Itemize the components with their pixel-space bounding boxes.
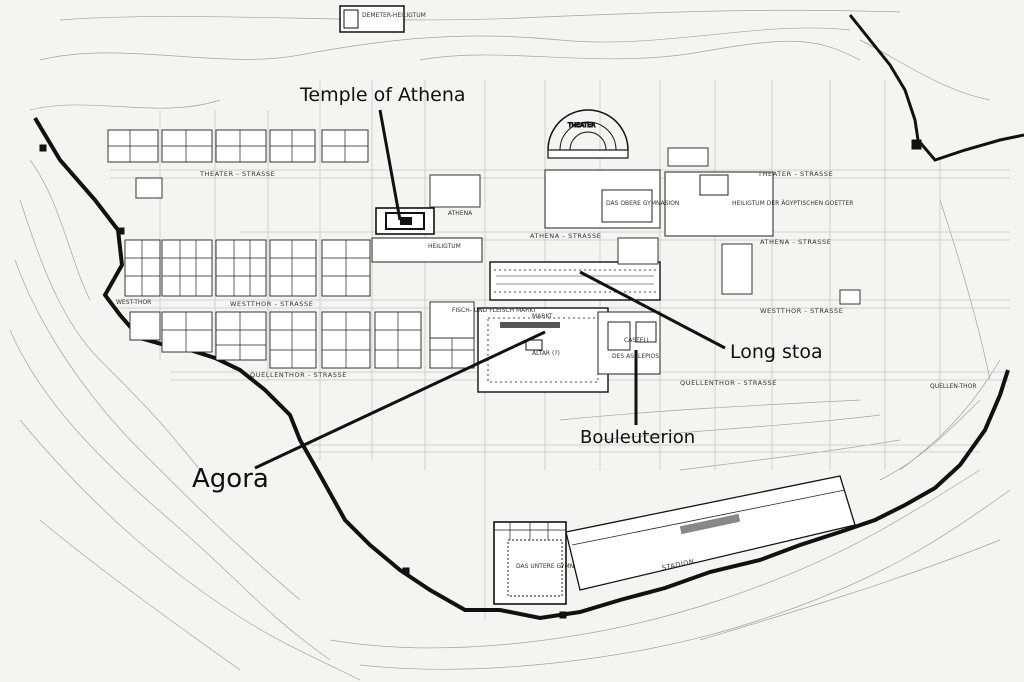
city-wall <box>33 14 1024 621</box>
street-theater-left: THEATER - STRASSE <box>199 170 275 178</box>
demeter-sanctuary: DEMETER-HEILIGTUM <box>339 5 426 33</box>
stoa-callout: Long stoa <box>730 341 823 363</box>
temple-callout: Temple of Athena <box>300 84 466 106</box>
upper-gymnasion: DAS OBERE GYMNASION HEILIGTUM DER ÄGYPTI… <box>544 169 853 237</box>
street-westthor-right: WESTTHOR - STRASSE <box>760 307 843 315</box>
heiligtum-label: HEILIGTUM <box>428 243 461 250</box>
temple-leader-line <box>378 109 402 221</box>
street-athena-right: ATHENA - STRASSE <box>760 238 831 246</box>
theater-label: THEATER <box>567 122 595 129</box>
agora-leader-line <box>254 330 546 470</box>
street-athena: ATHENA - STRASSE <box>530 232 601 240</box>
demeter-label: DEMETER-HEILIGTUM <box>362 12 426 19</box>
aegypt-label: HEILIGTUM DER ÄGYPTISCHEN GOETTER <box>732 200 853 207</box>
long-stoa <box>489 261 661 301</box>
stoa-leader-line <box>579 270 726 350</box>
street-westthor-left: WESTTHOR - STRASSE <box>230 300 313 308</box>
theater: THEATER <box>547 109 629 159</box>
street-quellenthor-right: QUELLENTHOR - STRASSE <box>680 379 777 387</box>
bouleuterion-area: CASTELL DES ASKLEPIOS <box>597 311 661 375</box>
gymnasion-label: DAS UNTERE GYMNASION <box>516 563 593 570</box>
castell-label: CASTELL <box>624 337 651 344</box>
callout-leaders <box>254 109 726 470</box>
agora-callout: Agora <box>192 464 269 494</box>
street-quellenthor-left: QUELLENTHOR - STRASSE <box>250 371 347 379</box>
athena-label: ATHENA <box>448 210 473 217</box>
obere-gymnasion-label: DAS OBERE GYMNASION <box>606 200 679 207</box>
contour-lines <box>9 9 1011 681</box>
street-labels: THEATER - STRASSE THEATER - STRASSE ATHE… <box>199 170 843 387</box>
altar-label: ALTAR (?) <box>532 350 560 357</box>
lower-gymnasion: DAS UNTERE GYMNASION <box>493 521 593 605</box>
stadion: STADION <box>565 475 856 591</box>
east-buildings <box>429 147 861 305</box>
fisch-markt-label: FISCH- UND FLEISCH MARKT <box>452 307 537 314</box>
temple-of-athena: ATHENA HEILIGTUM <box>371 207 483 263</box>
housing-room-walls <box>108 130 474 368</box>
markt-label: MARKT <box>532 313 553 320</box>
quellenthor-label: QUELLEN-THOR <box>930 383 977 390</box>
street-theater-right: THEATER - STRASSE <box>757 170 833 178</box>
agora-market: MARKT ALTAR (?) FISCH- UND FLEISCH MARKT <box>429 301 609 393</box>
westthor-label: WEST-THOR <box>116 299 151 306</box>
bouleuterion-callout: Bouleuterion <box>580 427 696 448</box>
